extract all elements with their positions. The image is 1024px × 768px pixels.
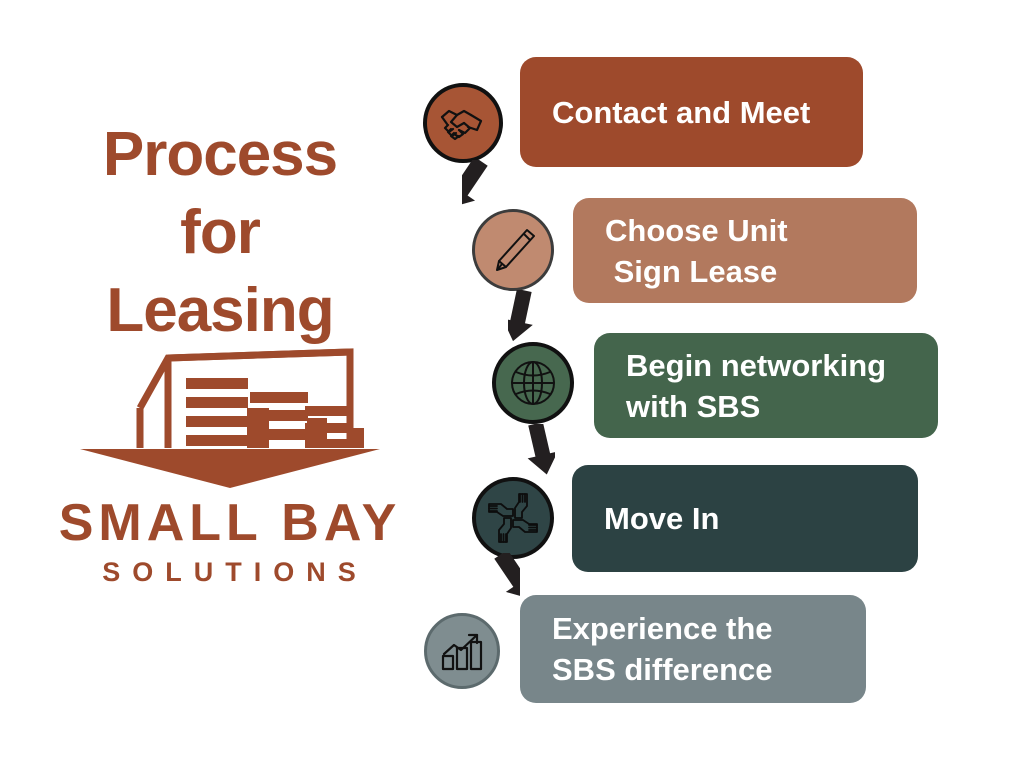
page-title-line-1: Process [102, 120, 338, 189]
logo-wordmark: SMALL BAY [58, 494, 402, 552]
company-logo: SMALL BAY SOLUTIONS [20, 348, 440, 588]
step-box-contact-and-meet[interactable]: Contact and Meet [520, 57, 863, 167]
teamwork-hands-icon [488, 493, 538, 543]
growth-chart-icon [441, 633, 483, 671]
step-label: Contact and Meet [552, 94, 811, 130]
step-label-line-2: Sign Lease [605, 253, 778, 289]
connector-arrow-4 [462, 553, 520, 611]
step-label-line-2: SBS difference [552, 652, 773, 687]
step-icon-circle-growth-chart[interactable] [424, 613, 500, 689]
page-title: Process for Leasing [0, 116, 440, 350]
step-label-line-1: Experience the [552, 611, 773, 646]
step-box-choose-unit-sign-lease[interactable]: Choose Unit Sign Lease [573, 198, 917, 303]
step-icon-circle-teamwork[interactable] [472, 477, 554, 559]
step-box-move-in[interactable]: Move In [572, 465, 918, 572]
logo-tagline: SOLUTIONS [102, 557, 368, 587]
step-icon-circle-globe[interactable] [492, 342, 574, 424]
step-label-line-2: with SBS [626, 388, 761, 424]
connector-arrow-3 [505, 424, 555, 480]
connector-arrow-2 [508, 290, 558, 346]
page-title-line-2: for [180, 198, 261, 267]
connector-arrow-1 [462, 160, 520, 220]
step-icon-circle-pen[interactable] [472, 209, 554, 291]
globe-icon [511, 361, 555, 405]
step-label: Move In [604, 501, 720, 536]
step-icon-circle-handshake[interactable] [423, 83, 503, 163]
branding-panel: Process for Leasing [0, 0, 440, 768]
handshake-icon [440, 109, 483, 141]
step-label-line-1: Choose Unit [605, 212, 788, 248]
step-box-experience-the-sbs-difference[interactable]: Experience the SBS difference [520, 595, 866, 703]
page-title-line-3: Leasing [106, 276, 334, 345]
pen-icon [496, 229, 535, 271]
warehouse-building-icon [80, 348, 380, 488]
step-label-line-1: Begin networking [626, 347, 887, 383]
step-box-begin-networking[interactable]: Begin networking with SBS [594, 333, 938, 438]
